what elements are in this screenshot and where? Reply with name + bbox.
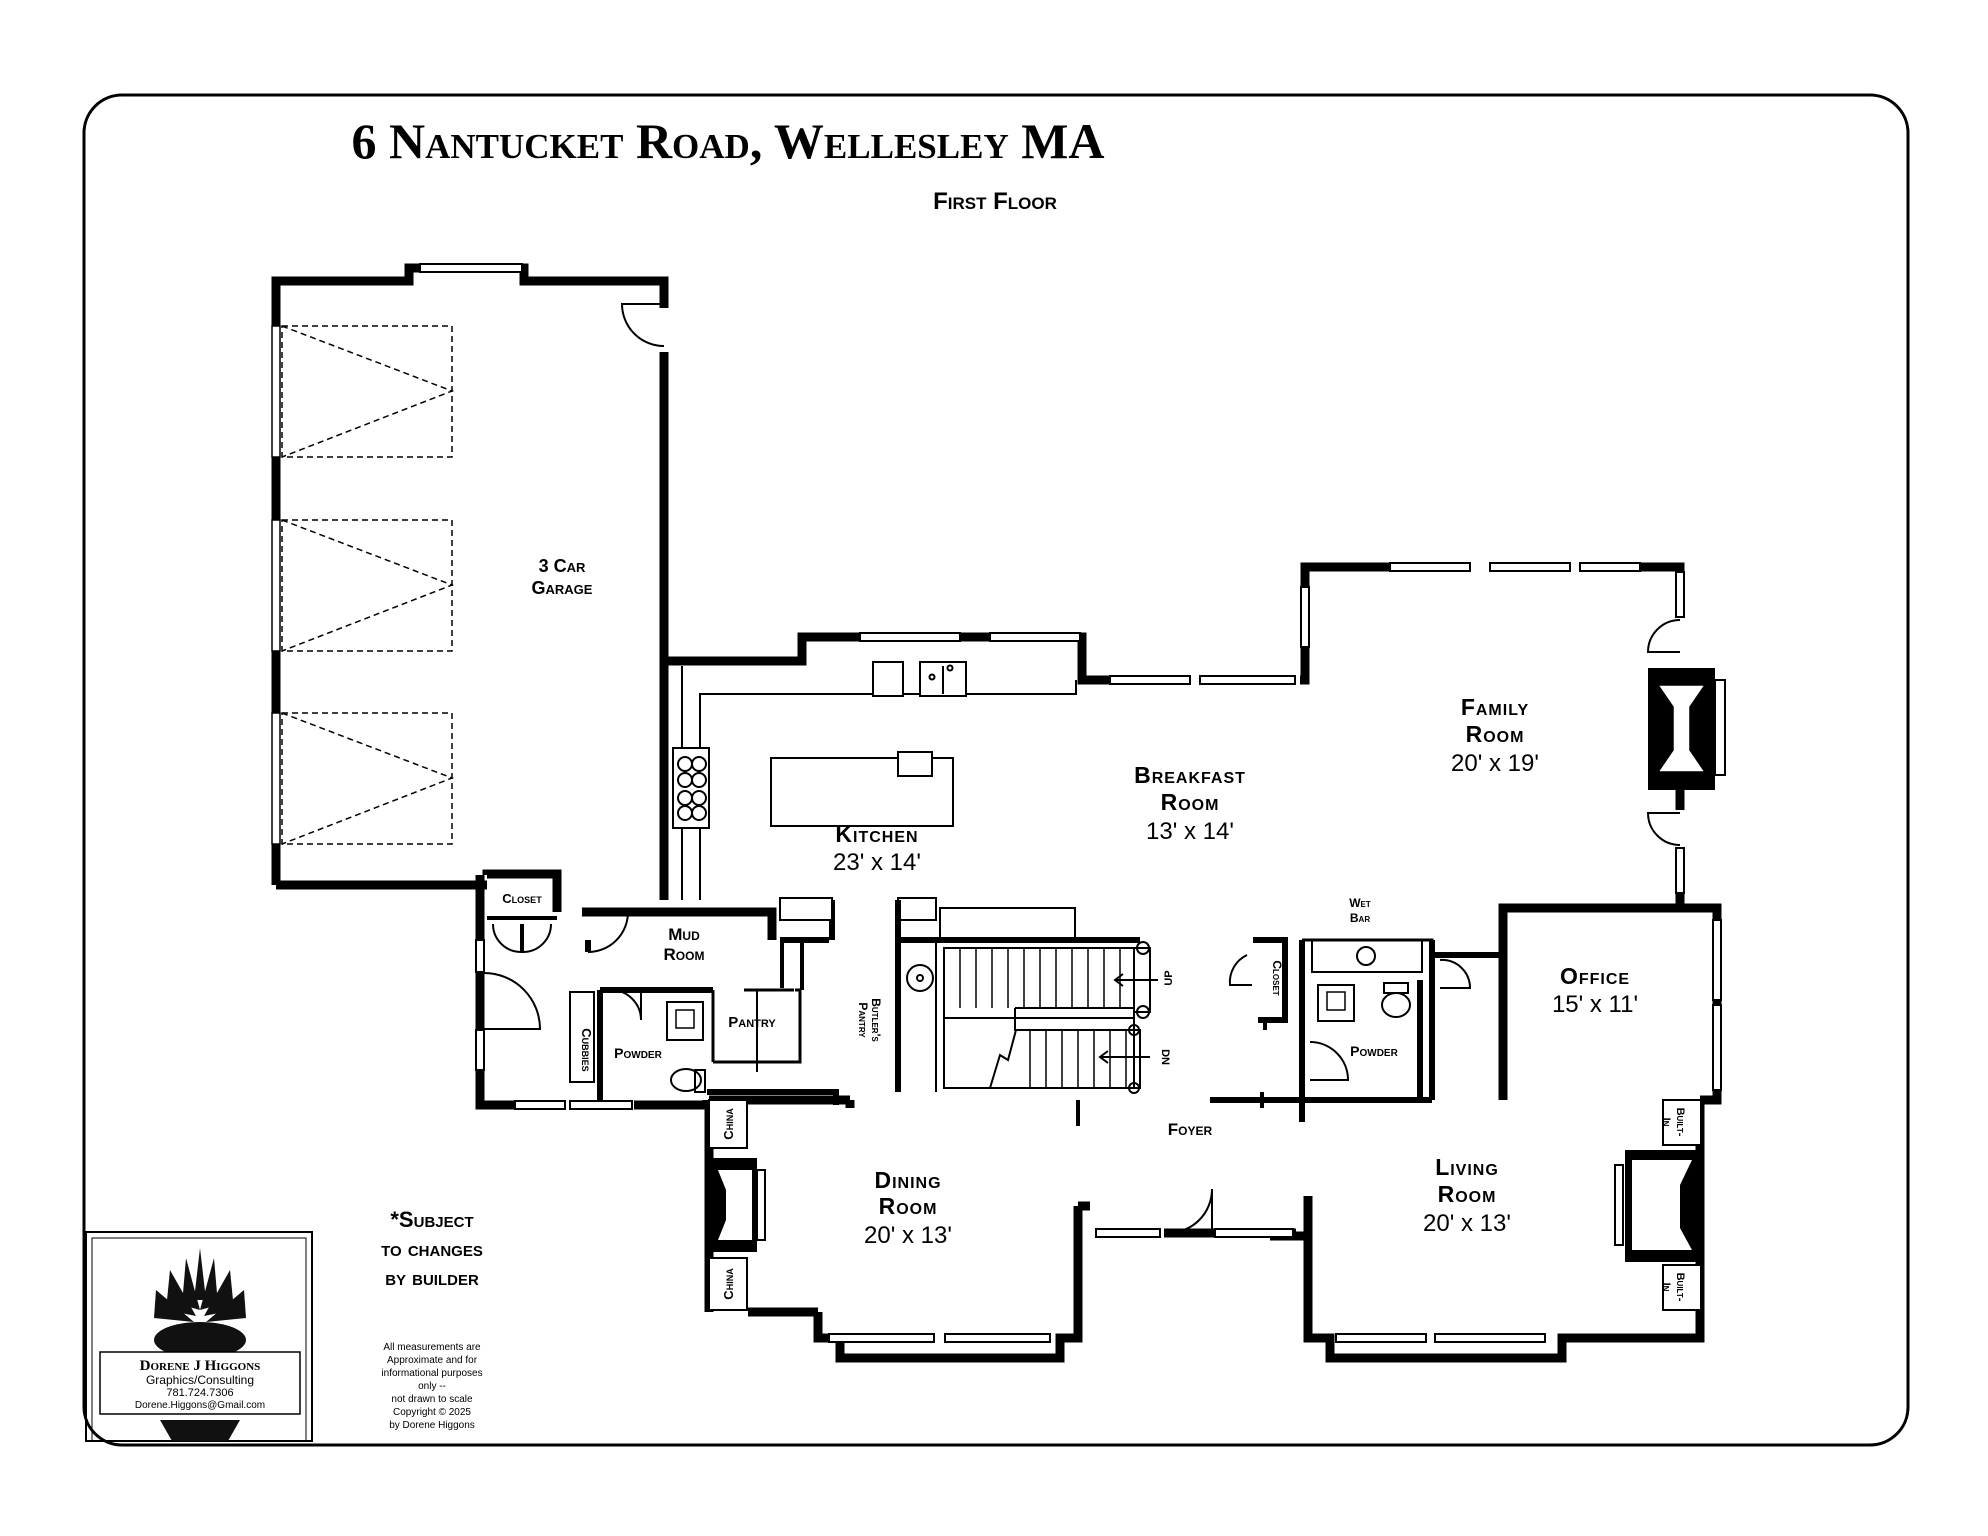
note-line: All measurements are bbox=[383, 1342, 481, 1353]
breakfast-room-dim: 13' x 14' bbox=[1146, 818, 1234, 845]
mud-wing bbox=[475, 869, 839, 1110]
powder-left-label: Powder bbox=[614, 1045, 662, 1061]
measurement-notes: All measurements are Approximate and for… bbox=[381, 1342, 482, 1431]
dining-room-label-2: Room bbox=[879, 1193, 938, 1219]
mud-room-label-1: Mud bbox=[668, 925, 700, 944]
page-frame bbox=[82, 93, 1910, 1447]
note-line: Approximate and for bbox=[387, 1355, 478, 1366]
family-fireplace bbox=[1646, 619, 1726, 846]
branding-box: Dorene J Higgons Graphics/Consulting 781… bbox=[85, 1231, 313, 1442]
office-label: Office bbox=[1560, 963, 1630, 989]
builtin-top-label-1: Built- bbox=[1674, 1108, 1686, 1137]
brand-name: Dorene J Higgons bbox=[140, 1358, 261, 1374]
family-room-label-2: Room bbox=[1466, 721, 1525, 747]
note-line: by Dorene Higgons bbox=[389, 1420, 475, 1431]
plan-title: 6 Nantucket Road, Wellesley MA bbox=[351, 113, 1104, 169]
butlers-pantry-label-2: Pantry bbox=[856, 1002, 870, 1038]
note-line: Copyright © 2025 bbox=[393, 1407, 471, 1418]
china-bottom-label: China bbox=[721, 1268, 736, 1300]
plan-subtitle: First Floor bbox=[933, 188, 1057, 215]
kitchen-counters bbox=[672, 661, 1077, 900]
breakfast-room-label-1: Breakfast bbox=[1134, 762, 1246, 788]
powder-right-label: Powder bbox=[1350, 1043, 1398, 1059]
disclaimer-line-2: to changes bbox=[381, 1236, 483, 1261]
dining-room-dim: 20' x 13' bbox=[864, 1222, 952, 1249]
wet-bar-label-2: Bar bbox=[1350, 911, 1370, 925]
pineapple-logo bbox=[154, 1248, 246, 1441]
brand-phone: 781.724.7306 bbox=[166, 1387, 233, 1399]
center-right-rooms bbox=[1210, 908, 1506, 1122]
kitchen-label: Kitchen bbox=[835, 821, 918, 847]
builtin-top-label-2: In bbox=[1660, 1118, 1672, 1127]
pantry-label: Pantry bbox=[728, 1014, 776, 1031]
note-line: not drawn to scale bbox=[391, 1394, 473, 1405]
brand-email: Dorene.Higgons@Gmail.com bbox=[135, 1400, 265, 1411]
living-room-label-2: Room bbox=[1438, 1181, 1497, 1207]
living-room-dim: 20' x 13' bbox=[1423, 1210, 1511, 1237]
mud-room-label-2: Room bbox=[664, 945, 705, 964]
office-dim: 15' x 11' bbox=[1552, 991, 1638, 1018]
garage-label-1: 3 Car bbox=[539, 556, 586, 576]
family-room-label-1: Family bbox=[1461, 694, 1529, 720]
kitchen-dim: 23' x 14' bbox=[833, 849, 921, 876]
garage bbox=[271, 263, 669, 900]
dining-fixtures bbox=[708, 1099, 766, 1311]
dining-room-label-1: Dining bbox=[874, 1167, 941, 1193]
cubbies-label: Cubbies bbox=[579, 1028, 594, 1071]
breakfast-room-label-2: Room bbox=[1161, 789, 1220, 815]
stairs bbox=[895, 897, 1158, 1126]
closet-right-label: Closet bbox=[1270, 960, 1284, 995]
rotated-labels: Cubbies Butler's Pantry Closet UP DN Chi… bbox=[579, 960, 1686, 1301]
foyer-label: Foyer bbox=[1168, 1120, 1213, 1139]
butlers-pantry-label-1: Butler's bbox=[869, 998, 883, 1042]
stairs-up-label: UP bbox=[1163, 970, 1175, 985]
stairs-dn-label: DN bbox=[1159, 1049, 1171, 1065]
china-top-label: China bbox=[721, 1108, 736, 1140]
window-strips bbox=[828, 562, 1722, 1343]
disclaimer-line-1: *Subject bbox=[390, 1207, 473, 1232]
builtin-bottom-label-2: In bbox=[1660, 1283, 1672, 1292]
note-line: informational purposes bbox=[381, 1368, 482, 1379]
family-room-dim: 20' x 19' bbox=[1451, 750, 1539, 777]
brand-tagline: Graphics/Consulting bbox=[146, 1373, 254, 1387]
closet-left-label: Closet bbox=[502, 891, 542, 906]
builtin-bottom-label-1: Built- bbox=[1674, 1273, 1686, 1302]
note-line: only -- bbox=[418, 1381, 446, 1392]
wet-bar-label-1: Wet bbox=[1349, 896, 1371, 910]
living-fixtures bbox=[1167, 1099, 1702, 1311]
garage-label-2: Garage bbox=[532, 578, 593, 598]
living-room-label-1: Living bbox=[1435, 1154, 1499, 1180]
disclaimer-line-3: by builder bbox=[385, 1265, 479, 1290]
